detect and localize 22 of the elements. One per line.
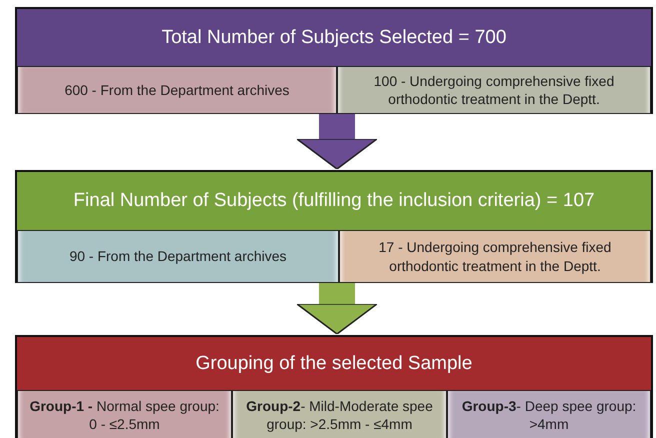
block-arrow [296,114,378,170]
category-text: Group-1 - Normal spee group: 0 - ≤2.5mm [28,396,220,434]
category-text: 17 - Undergoing comprehensive fixed orthodontic treatment in the Deptt. [378,238,612,275]
category-box [337,66,651,114]
category-box [17,230,339,283]
stage-heading: Final Number of Subjects (fulfilling the inclusion criteria) = 107 [17,172,651,230]
category-text: 100 - Undergoing comprehensive fixed orthodontic treatment in the Deptt. [372,72,616,108]
category-box [232,390,447,438]
stage-panel [15,7,653,114]
category-text: 600 - From the Department archives [64,80,290,100]
stage-heading: Total Number of Subjects Selected = 700 [17,9,651,66]
category-box [17,66,337,114]
stage-panel [15,335,653,438]
category-box [447,390,651,438]
stage-heading: Grouping of the selected Sample [17,337,651,390]
stage-panel [15,170,653,283]
category-text: 90 - From the Department archives [69,247,287,266]
block-arrow [296,283,378,335]
category-box [17,390,232,438]
category-text: Group-2- Mild-Moderate spee group: >2.5mm - ≤4mm [245,396,434,434]
category-box [339,230,651,283]
category-text: Group-3- Deep spee group: >4mm [460,396,638,434]
